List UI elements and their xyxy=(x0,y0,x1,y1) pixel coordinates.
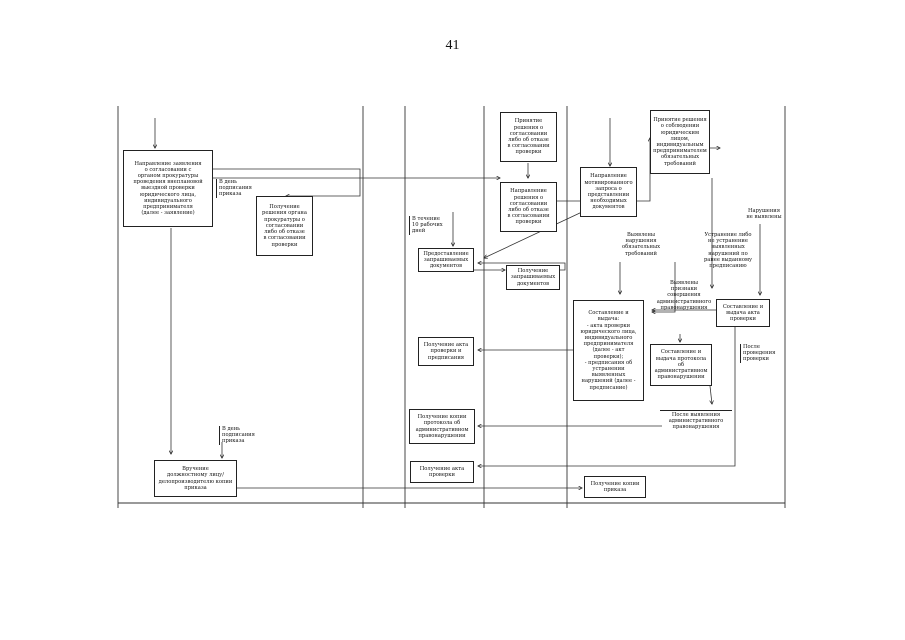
box-get-act-and-order: Получение акта проверки и предписания xyxy=(418,337,474,366)
box-send-decision: Направление решения о согласовании либо … xyxy=(500,182,557,232)
label-same-day-1: В день подписания приказа xyxy=(216,179,263,198)
box-get-protocol-copy: Получение копии протокола об администрат… xyxy=(409,409,475,444)
label-violations-found: Выявлены нарушения обязательных требован… xyxy=(621,232,660,257)
label-after-inspection: После проведения проверки xyxy=(740,344,783,363)
label-10-working-days: В течение 10 рабочих дней xyxy=(409,216,456,235)
box-send-application: Направление заявления о согласовании с о… xyxy=(123,150,213,227)
box-deliver-order-copy: Вручение должностному лицу/ делопроизвод… xyxy=(154,460,237,497)
box-get-order-copy: Получение копии приказа xyxy=(584,476,646,498)
page-number: 41 xyxy=(445,38,460,53)
box-get-prosecutor-decision: Получение решения органа прокуратуры о с… xyxy=(256,196,313,256)
label-remedy-order: Устранение либо не устранение выявленных… xyxy=(703,232,753,270)
label-offense-signs: Выявлены признаки совершения администрат… xyxy=(656,280,712,311)
box-compliance-decision: Принятие решения о соблюдении юридически… xyxy=(650,110,710,174)
box-decide-approval: Принятие решения о согласовании либо об … xyxy=(500,112,557,162)
box-send-request: Направление мотивированного запроса о пр… xyxy=(580,167,637,217)
box-issue-act: Составление и выдача акта проверки xyxy=(716,299,770,327)
box-get-act: Получение акта проверки xyxy=(410,461,474,483)
box-receive-documents: Получение запрашиваемых документов xyxy=(506,265,560,290)
label-after-offense: После выявления административного правон… xyxy=(660,410,732,431)
label-same-day-2: В день подписания приказа xyxy=(219,426,266,445)
box-provide-documents: Предоставление запрашиваемых документов xyxy=(418,248,474,272)
box-issue-protocol: Составление и выдача протокола об админи… xyxy=(650,344,712,386)
label-no-violations: Нарушения не выявлены xyxy=(746,208,782,221)
box-issue-act-and-order: Составление и выдача: - акта проверки юр… xyxy=(573,300,644,401)
